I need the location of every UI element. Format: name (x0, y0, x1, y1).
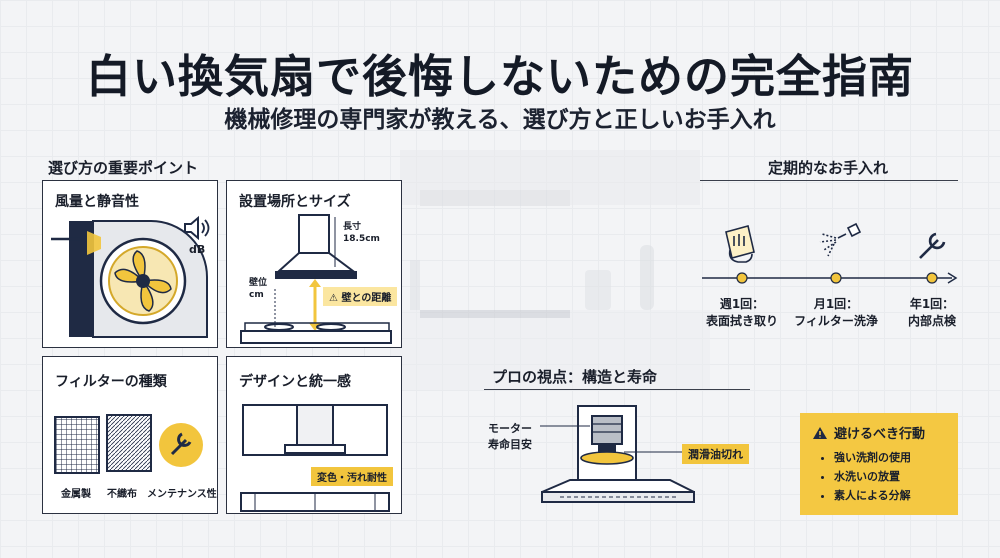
airflow-card-title: 風量と静音性 (55, 194, 139, 210)
fan-illustration (51, 220, 208, 338)
yearly-step-label: 年1回： 内部点検 (907, 297, 956, 328)
pro-rule (484, 389, 750, 390)
wall-distance-text: 壁との距離 (341, 293, 392, 304)
airflow-card: 風量と静音性 dB (42, 180, 218, 348)
weekly-step-label: 週1回： 表面拭き取り (705, 297, 778, 328)
avoid-list: 強い洗剤の使用 水洗いの放置 素人による分解 (812, 448, 946, 505)
db-label: dB (189, 243, 206, 256)
avoid-item-disassembly: 素人による分解 (834, 486, 946, 505)
lubricant-badge: 潤滑油切れ (682, 444, 749, 464)
filter-card-title: フィルターの種類 (55, 374, 167, 390)
filter-maintenance-label: メンテナンス性 (147, 489, 217, 500)
stain-resistance-badge: 変色・汚れ耐性 (311, 467, 393, 486)
avoid-item-detergent: 強い洗剤の使用 (834, 448, 946, 467)
spray-nozzle-icon (819, 222, 862, 257)
filter-types-illustration (54, 414, 203, 474)
design-card-title: デザインと統一感 (239, 374, 351, 390)
filter-nonwoven-label: 不織布 (107, 489, 137, 500)
install-card-title: 設置場所とサイズ (239, 194, 351, 210)
page-title: 白い換気扇で後悔しないための完全指南 (85, 50, 914, 103)
avoid-title-row: 避けるべき行動 (812, 423, 946, 442)
motor-cutaway-illustration (540, 405, 695, 503)
avoid-box: 避けるべき行動 強い洗剤の使用 水洗いの放置 素人による分解 (800, 413, 958, 515)
design-card: デザインと統一感 変色・汚れ耐性 (226, 356, 402, 514)
filter-metal-label: 金属製 (61, 489, 91, 500)
cloth-hand-icon (725, 225, 755, 263)
hood-install-illustration (240, 214, 392, 344)
maintenance-rule (700, 180, 958, 181)
wall-distance-badge: ⚠ 壁との距離 (323, 287, 398, 306)
monthly-step-label: 月1回： フィルター洗浄 (794, 297, 878, 328)
warning-icon: ⚠ (329, 293, 342, 304)
pro-heading: プロの視点：構造と寿命 (492, 368, 658, 386)
wall-label: 壁位 cm (249, 278, 268, 300)
kitchen-backdrop (390, 150, 710, 390)
design-hood-illustration (240, 404, 390, 512)
height-label: 長寸 18.5cm (343, 222, 380, 244)
install-card: 設置場所とサイズ 長寸 18.5cm 壁位 cm ⚠ 壁との距離 (226, 180, 402, 348)
avoid-item-water-wash: 水洗いの放置 (834, 467, 946, 486)
warning-triangle-icon (812, 426, 828, 440)
filter-card: フィルターの種類 金属製 不織布 メンテナンス性 (42, 356, 218, 514)
maintenance-timeline (702, 222, 958, 284)
avoid-title: 避けるべき行動 (834, 427, 926, 442)
selection-heading: 選び方の重要ポイント (48, 159, 199, 177)
speaker-icon (184, 215, 210, 241)
maintenance-heading: 定期的なお手入れ (768, 159, 889, 177)
page-subtitle: 機械修理の専門家が教える、選び方と正しいお手入れ (224, 106, 776, 133)
wrench-icon (919, 232, 946, 259)
motor-lifespan-label: モーター 寿命目安 (488, 422, 532, 451)
